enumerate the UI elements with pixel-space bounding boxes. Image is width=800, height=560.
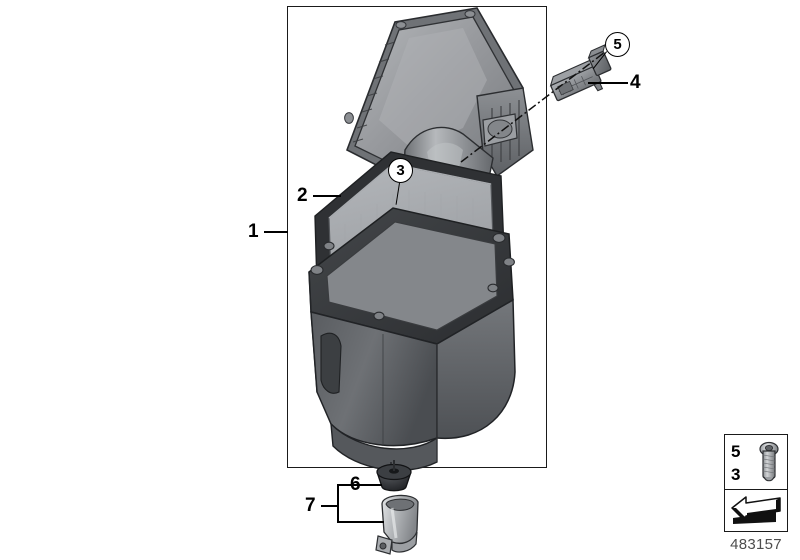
callout-5-label: 5 (605, 32, 630, 57)
rubber-grommet-mount (376, 460, 412, 492)
holder-bracket (375, 494, 419, 555)
callout-7-bracket-top (337, 484, 366, 486)
callout-7-bracket-spine (337, 484, 339, 522)
callout-7-leader (321, 505, 338, 507)
diagram-id-number: 483157 (730, 536, 782, 553)
block-arrow-icon (731, 496, 781, 524)
callout-3-label: 3 (388, 158, 413, 183)
callout-7-label: 7 (305, 495, 316, 516)
legend-bottom-number: 3 (731, 465, 741, 484)
callout-4-leader (588, 82, 628, 84)
callout-6-leader (366, 484, 382, 486)
legend-top-number: 5 (731, 442, 741, 461)
intake-silencer-assembly (308, 7, 534, 472)
housing-lower-body (308, 207, 516, 472)
callout-2-label: 2 (297, 185, 308, 206)
legend-box: 5 3 (724, 434, 788, 532)
torx-screw-icon (759, 441, 779, 482)
callout-1-leader (264, 231, 288, 233)
sensor-alignment-line (460, 51, 606, 163)
callout-1-label: 1 (248, 221, 259, 242)
legend-divider (725, 489, 787, 491)
callout-2-leader (313, 195, 341, 197)
callout-7-bracket-bottom (337, 521, 384, 523)
callout-4-label: 4 (630, 72, 641, 93)
